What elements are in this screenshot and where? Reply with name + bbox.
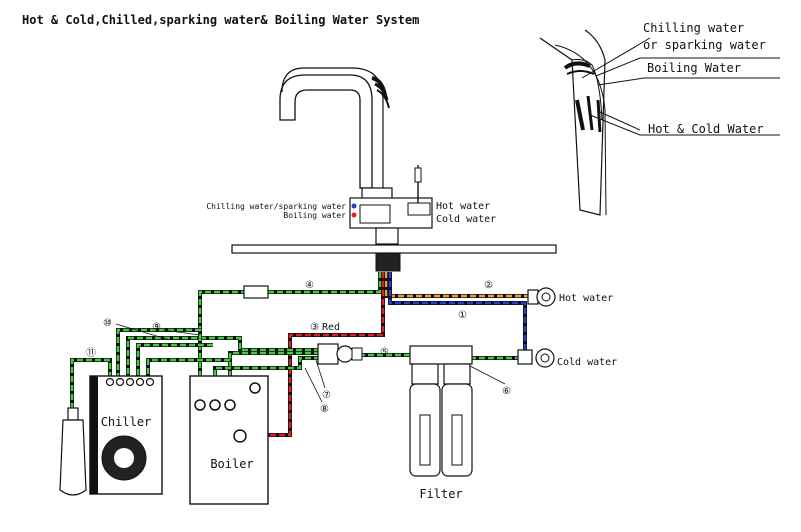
faucet-label-chilling: Chilling water/sparking water xyxy=(206,202,346,211)
inset-label-boiling: Boiling Water xyxy=(647,61,741,75)
hot-water-label: Hot water xyxy=(559,293,613,304)
faucet-label-cold: Cold water xyxy=(436,214,496,225)
pipe-chiller-3 xyxy=(136,343,213,378)
pipe-3 xyxy=(250,272,385,437)
chiller-label: Chiller xyxy=(101,415,152,429)
inset-label-chilling-1: Chilling water xyxy=(643,21,744,35)
cold-indicator-dot xyxy=(351,203,357,209)
hot-water-valve: Hot water xyxy=(527,287,613,307)
pipe-label-10: ⑩ xyxy=(103,318,112,329)
pipe-label-6: ⑥ xyxy=(502,386,511,397)
pipe-9 xyxy=(126,336,320,378)
cold-water-valve: Cold water xyxy=(517,348,617,368)
countertop xyxy=(231,244,557,254)
pipe-label-2: ② xyxy=(484,280,493,291)
pipe-label-11: ⑪ xyxy=(86,347,96,359)
faucet-label-boiling: Boiling water xyxy=(283,211,346,220)
inset-label-hot-cold: Hot & Cold Water xyxy=(648,122,764,136)
faucet-label-hot: Hot water xyxy=(436,201,490,212)
diagram-title: Hot & Cold,Chilled,sparking water& Boili… xyxy=(22,13,419,27)
pipe-number-labels: ④ ② ① ③ Red ⑤ ⑥ ⑦ ⑧ ⑨ ⑩ ⑪ xyxy=(86,280,511,415)
faucet-shank xyxy=(375,252,401,272)
pipe-2 xyxy=(384,272,530,298)
faucet: Chilling water/sparking water Boiling wa… xyxy=(206,67,496,245)
filter-label: Filter xyxy=(419,487,462,501)
inset-spout-bands xyxy=(563,61,602,133)
inset-label-chilling-2: or sparking water xyxy=(643,38,766,52)
pipe-label-9: ⑨ xyxy=(152,322,161,333)
hot-indicator-dot xyxy=(351,212,357,218)
boiler-label: Boiler xyxy=(210,457,253,471)
pipe-chiller-4 xyxy=(146,358,230,378)
pipe-11 xyxy=(70,358,112,415)
filter: Filter xyxy=(409,345,473,501)
cold-water-label: Cold water xyxy=(557,357,617,368)
co2-bottle xyxy=(59,407,87,496)
pipe-label-3-red: Red xyxy=(322,322,340,333)
inset-faucet-section: Chilling water or sparking water Boiling… xyxy=(539,21,780,216)
pipe-label-7: ⑦ xyxy=(322,390,331,401)
faucet-spout-bands xyxy=(371,76,390,109)
pipe-label-4: ④ xyxy=(305,280,314,291)
pipe-label-3: ③ xyxy=(310,322,319,333)
tee-connector xyxy=(317,343,363,365)
chiller: Chiller xyxy=(89,375,163,495)
pipe-label-1: ① xyxy=(458,310,467,321)
pipe-label-8: ⑧ xyxy=(320,404,329,415)
pipe-1 xyxy=(388,272,527,350)
pipe-label-5: ⑤ xyxy=(380,347,389,358)
boiler: Boiler xyxy=(189,375,269,505)
pipe-connector xyxy=(243,285,269,299)
